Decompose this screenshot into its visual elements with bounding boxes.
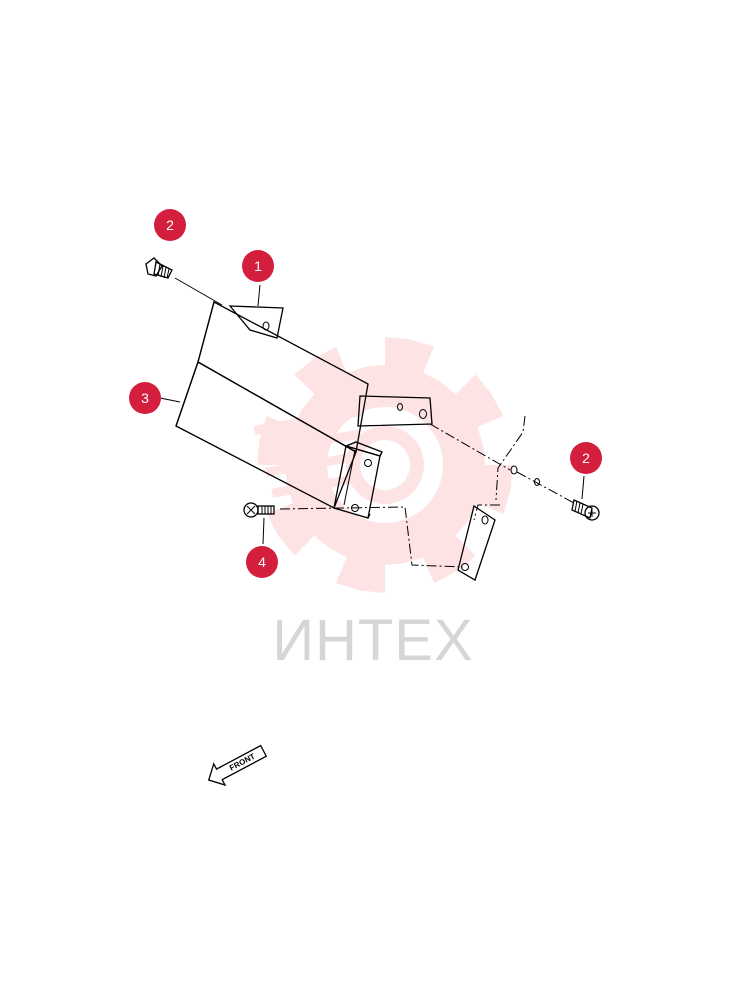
callout-4[interactable]: 4 <box>246 546 278 578</box>
upper-bracket-flange <box>228 305 284 339</box>
frame-phantom-outline <box>279 415 575 581</box>
callout-2-upper[interactable]: 2 <box>154 209 186 241</box>
callout-2-right[interactable]: 2 <box>570 442 602 474</box>
watermark-gear-ring <box>346 426 424 504</box>
watermark-speed-line <box>265 451 360 477</box>
svg-text:2: 2 <box>166 217 174 233</box>
frame-bracket-hole-top <box>481 515 489 525</box>
callout-1[interactable]: 1 <box>242 250 274 282</box>
callout-3[interactable]: 3 <box>129 382 161 414</box>
svg-text:2: 2 <box>582 450 590 466</box>
right-bracket-hole-1 <box>397 403 403 411</box>
washer-1 <box>510 465 518 475</box>
front-direction-arrow-icon: FRONT <box>207 744 268 787</box>
bolt-right <box>571 475 600 521</box>
right-bracket <box>357 395 433 427</box>
frame-bracket-hole-bottom <box>461 563 469 571</box>
bolt-upper-left <box>145 257 223 306</box>
watermark-speed-line <box>259 429 362 456</box>
svg-text:1: 1 <box>254 258 262 274</box>
screw-lower <box>243 502 275 545</box>
frame-lower-bracket <box>457 504 496 581</box>
screw-shank <box>257 505 275 515</box>
watermark-speed-line <box>253 406 364 435</box>
watermark-speed-line <box>271 473 358 498</box>
right-bracket-hole-2 <box>419 409 427 419</box>
block-hole-top <box>364 459 372 467</box>
callouts: 1 2 2 3 4 <box>129 209 602 578</box>
svg-text:4: 4 <box>258 554 266 570</box>
bolt-head-right <box>584 505 600 521</box>
svg-text:3: 3 <box>141 390 149 406</box>
watermark-gear-icon <box>253 337 513 593</box>
watermark-text: ИНТЕХ <box>272 608 473 673</box>
watermark-logo: ИНТЕХ <box>253 337 513 673</box>
